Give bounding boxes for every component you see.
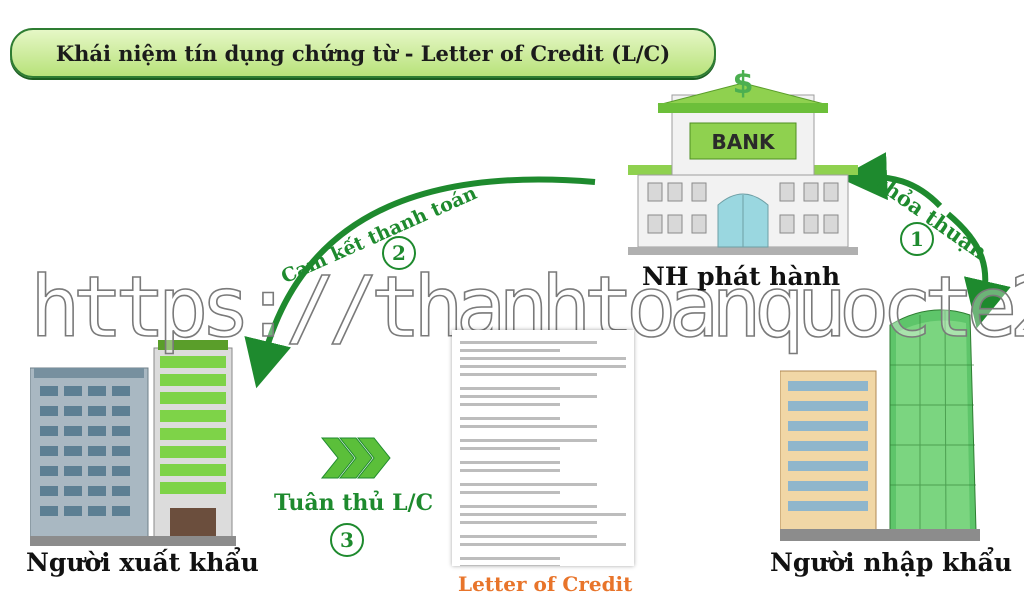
svg-text:$: $ <box>733 66 754 101</box>
importer-label: Người nhập khẩu <box>770 548 1012 577</box>
bank-building-icon: BANK $ <box>628 66 858 255</box>
step-3-number: 3 <box>330 523 364 557</box>
step-2-number: 2 <box>382 236 416 270</box>
document-label: Letter of Credit <box>458 572 633 596</box>
exporter-buildings-icon <box>30 340 236 546</box>
letter-of-credit-document <box>452 330 634 566</box>
agreement-arrow-top <box>839 152 943 209</box>
exporter-label: Người xuất khẩu <box>26 548 259 577</box>
chevron-arrows-icon <box>320 437 391 479</box>
commitment-arrow <box>244 176 596 389</box>
page-title: Khái niệm tín dụng chứng từ - Letter of … <box>55 40 671 66</box>
svg-text:BANK: BANK <box>712 130 776 154</box>
agreement-arrow-bottom <box>946 211 1011 329</box>
importer-buildings-icon <box>780 309 980 541</box>
step-1-number: 1 <box>900 222 934 256</box>
title-banner: Khái niệm tín dụng chứng từ - Letter of … <box>10 28 716 78</box>
issuing-bank-label: NH phát hành <box>642 262 841 291</box>
step-3-label: Tuân thủ L/C <box>274 490 434 516</box>
